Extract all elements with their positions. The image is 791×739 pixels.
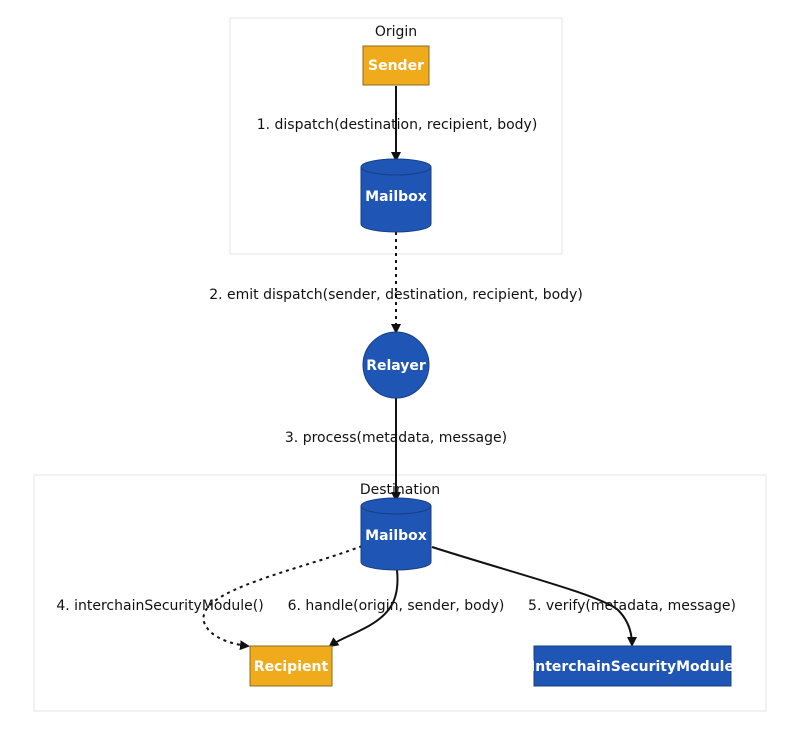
- recipient-label: Recipient: [254, 659, 329, 675]
- origin-mailbox-label: Mailbox: [365, 189, 427, 205]
- edge-verify-label: 5. verify(metadata, message): [528, 598, 736, 614]
- ism-label: InterchainSecurityModule: [530, 659, 734, 675]
- relayer-label: Relayer: [366, 358, 426, 374]
- edge-ism-label: 4. interchainSecurityModule(): [56, 598, 263, 614]
- edge-handle: 6. handle(origin, sender, body): [288, 569, 505, 648]
- origin-cluster-title: Origin: [375, 24, 417, 40]
- edge-dispatch: 1. dispatch(destination, recipient, body…: [257, 86, 538, 162]
- destination-cluster-title: Destination: [360, 482, 440, 498]
- sender-label: Sender: [368, 58, 424, 74]
- sender-node[interactable]: Sender: [362, 45, 430, 86]
- destination-mailbox-node[interactable]: Mailbox: [360, 497, 432, 571]
- edge-handle-label: 6. handle(origin, sender, body): [288, 598, 505, 614]
- edge-process-label: 3. process(metadata, message): [285, 430, 507, 446]
- destination-mailbox-label: Mailbox: [365, 528, 427, 544]
- edge-dispatch-label: 1. dispatch(destination, recipient, body…: [257, 117, 538, 133]
- edge-emit-label: 2. emit dispatch(sender, destination, re…: [209, 287, 583, 303]
- origin-mailbox-node[interactable]: Mailbox: [360, 158, 432, 233]
- edge-verify: 5. verify(metadata, message): [431, 546, 736, 647]
- recipient-node[interactable]: Recipient: [249, 645, 333, 687]
- relayer-node[interactable]: Relayer: [362, 331, 430, 399]
- interchain-security-module-node[interactable]: InterchainSecurityModule: [530, 645, 734, 687]
- edge-emit-dispatch: 2. emit dispatch(sender, destination, re…: [209, 232, 583, 334]
- edge-interchain-security-module: 4. interchainSecurityModule(): [56, 545, 363, 651]
- edge-process: 3. process(metadata, message): [285, 398, 507, 502]
